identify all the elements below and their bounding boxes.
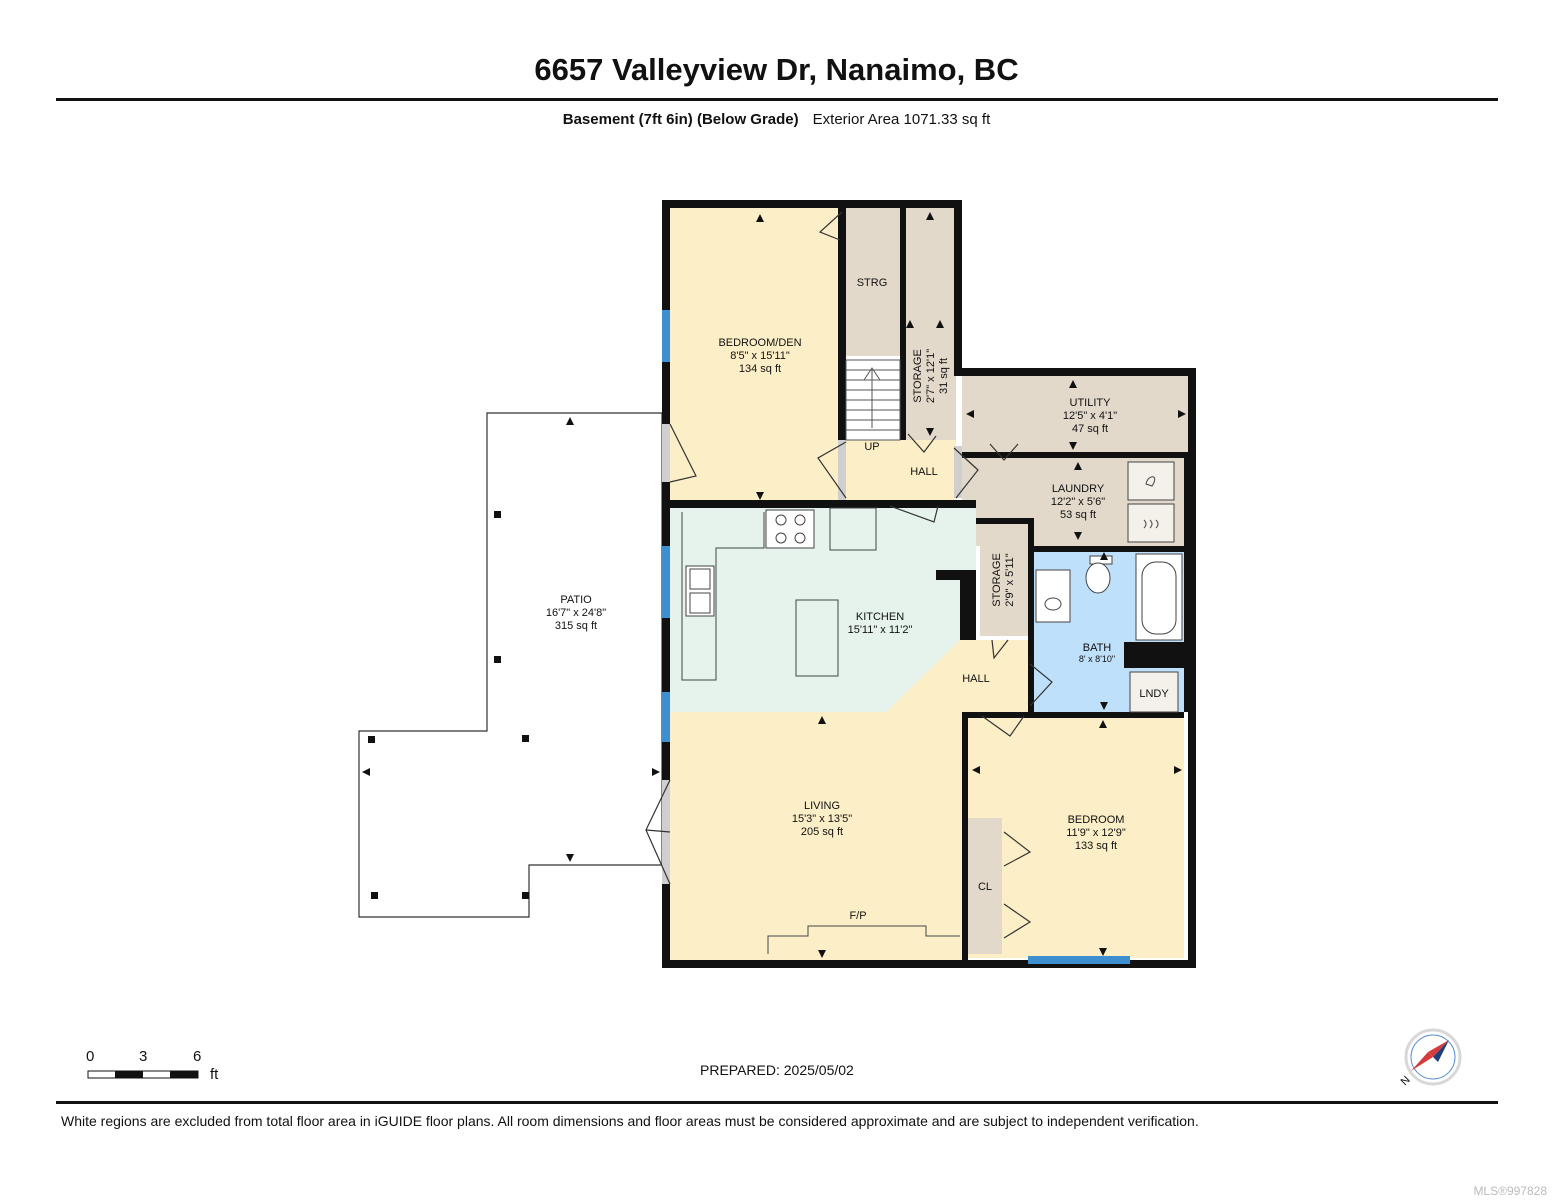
laundry-fixtures xyxy=(1127,461,1175,543)
hall-mid-name: HALL xyxy=(962,673,990,685)
storage-mid-dims: 2'9" x 5'11" xyxy=(1004,553,1016,606)
stairs-area xyxy=(846,358,900,440)
living-room xyxy=(668,712,964,962)
hall-top-room xyxy=(846,440,956,502)
patio-name: PATIO xyxy=(560,594,592,606)
scale-unit: ft xyxy=(210,1066,219,1083)
bath-dims: 8' x 8'10" xyxy=(1079,654,1115,664)
closet-room xyxy=(968,818,1002,954)
bedroom-den-name: BEDROOM/DEN xyxy=(718,337,801,349)
storage-top-area: 31 sq ft xyxy=(938,358,950,394)
kitchen-name: KITCHEN xyxy=(856,611,904,623)
level-label: Basement (7ft 6in) (Below Grade) xyxy=(562,111,799,128)
mls-watermark: MLS®997828 xyxy=(1473,1184,1547,1198)
storage-mid-name: STORAGE xyxy=(991,553,1003,607)
utility-name: UTILITY xyxy=(1070,397,1112,409)
kitchen-fixtures xyxy=(681,507,960,954)
closet-name: CL xyxy=(978,881,992,893)
floor-subtitle: Basement (7ft 6in) (Below Grade) Exterior… xyxy=(0,111,1553,128)
bath-fixtures xyxy=(1035,553,1183,713)
door-swings xyxy=(645,211,1053,939)
stairs xyxy=(845,359,901,441)
scale-tick-6: 6 xyxy=(193,1048,202,1065)
strg-room xyxy=(846,206,900,356)
storage-top-dims: 2'7" x 12'1" xyxy=(925,349,937,403)
compass-north-label: N xyxy=(1399,1074,1413,1088)
bedroom-dims: 11'9" x 12'9" xyxy=(1066,827,1126,839)
kitchen-room xyxy=(668,508,976,712)
patio-area-label: 315 sq ft xyxy=(555,620,597,632)
bedroom-den-dims: 8'5" x 15'11" xyxy=(730,350,790,362)
scale-tick-3: 3 xyxy=(139,1048,148,1065)
bedroom-name: BEDROOM xyxy=(1068,814,1125,826)
fp-label: F/P xyxy=(849,910,866,922)
utility-dims: 12'5" x 4'1" xyxy=(1063,410,1117,422)
exterior-area: Exterior Area 1071.33 sq ft xyxy=(812,111,991,128)
kitchen-dims: 15'11" x 11'2" xyxy=(848,624,913,636)
dimension-arrows xyxy=(362,212,1186,958)
strg-name: STRG xyxy=(857,277,888,289)
hall-top-name: HALL xyxy=(910,466,938,478)
living-area: 205 sq ft xyxy=(801,826,843,838)
scale-bar xyxy=(87,1070,199,1079)
storage-top-room xyxy=(906,206,956,440)
windows xyxy=(662,310,1130,964)
disclaimer: White regions are excluded from total fl… xyxy=(61,1113,1199,1129)
lndy-name: LNDY xyxy=(1139,688,1169,700)
patio-posts xyxy=(368,511,529,899)
bedroom-area: 133 sq ft xyxy=(1075,840,1117,852)
footer-divider xyxy=(56,1101,1498,1104)
up-label: UP xyxy=(864,441,879,453)
bath-name: BATH xyxy=(1083,642,1112,654)
laundry-area: 53 sq ft xyxy=(1060,509,1096,521)
living-dims: 15'3" x 13'5" xyxy=(792,813,852,825)
utility-room xyxy=(962,376,1190,454)
bedroom-den-room xyxy=(668,206,840,504)
laundry-name: LAUNDRY xyxy=(1052,483,1105,495)
storage-mid-room xyxy=(980,524,1028,636)
bedroom-room xyxy=(968,716,1184,958)
compass-icon xyxy=(1404,1028,1462,1086)
storage-top-name: STORAGE xyxy=(912,349,924,403)
patio-dims: 16'7" x 24'8" xyxy=(546,607,606,619)
patio-area xyxy=(358,412,663,918)
laundry-dims: 12'2" x 5'6" xyxy=(1051,496,1105,508)
bedroom-den-area: 134 sq ft xyxy=(739,363,781,375)
header-divider xyxy=(56,98,1498,101)
prepared-date: PREPARED: 2025/05/02 xyxy=(700,1062,854,1078)
utility-area: 47 sq ft xyxy=(1072,423,1108,435)
scale-tick-0: 0 xyxy=(86,1048,95,1065)
page-title: 6657 Valleyview Dr, Nanaimo, BC xyxy=(534,52,1019,87)
living-name: LIVING xyxy=(804,800,840,812)
